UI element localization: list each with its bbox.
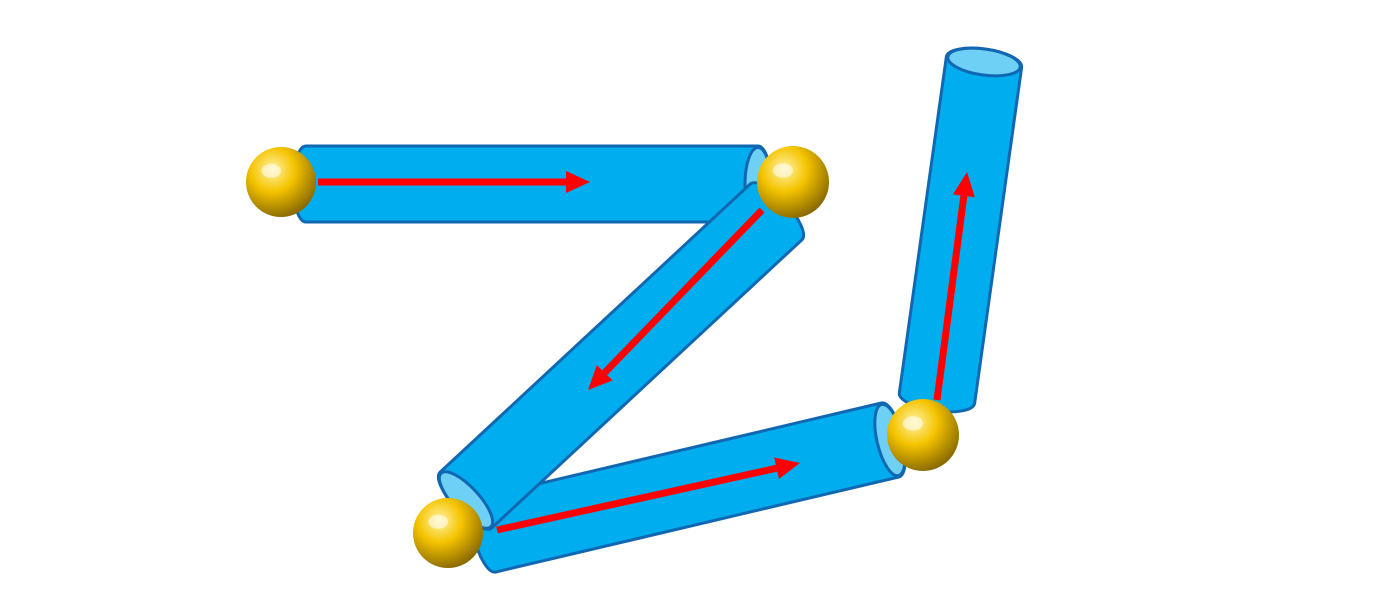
arrow-head bbox=[588, 365, 613, 390]
arrow-shaft bbox=[933, 195, 968, 401]
ball-joint-joint-2 bbox=[757, 146, 829, 218]
joint-highlight bbox=[772, 163, 793, 178]
ball-joint-joint-3 bbox=[413, 498, 483, 568]
arrow-head bbox=[566, 171, 590, 193]
ball-joint-joint-1 bbox=[246, 147, 316, 217]
direction-arrow bbox=[496, 457, 800, 534]
ball-joint bbox=[887, 399, 959, 471]
arrow-head bbox=[774, 457, 800, 479]
arrow-shaft bbox=[496, 464, 778, 534]
arrow-head bbox=[952, 172, 975, 198]
ball-joint bbox=[413, 498, 483, 568]
direction-arrow bbox=[318, 171, 590, 193]
joint-highlight bbox=[428, 514, 449, 529]
direction-arrow bbox=[933, 172, 975, 401]
arrow-shaft bbox=[602, 207, 765, 376]
joint-highlight bbox=[902, 416, 923, 431]
direction-arrow bbox=[588, 207, 765, 390]
ball-joint-joint-4 bbox=[887, 399, 959, 471]
rod-end-cap bbox=[946, 46, 1022, 78]
ball-joint bbox=[757, 146, 829, 218]
joint-highlight bbox=[261, 163, 282, 178]
ball-joint bbox=[246, 147, 316, 217]
